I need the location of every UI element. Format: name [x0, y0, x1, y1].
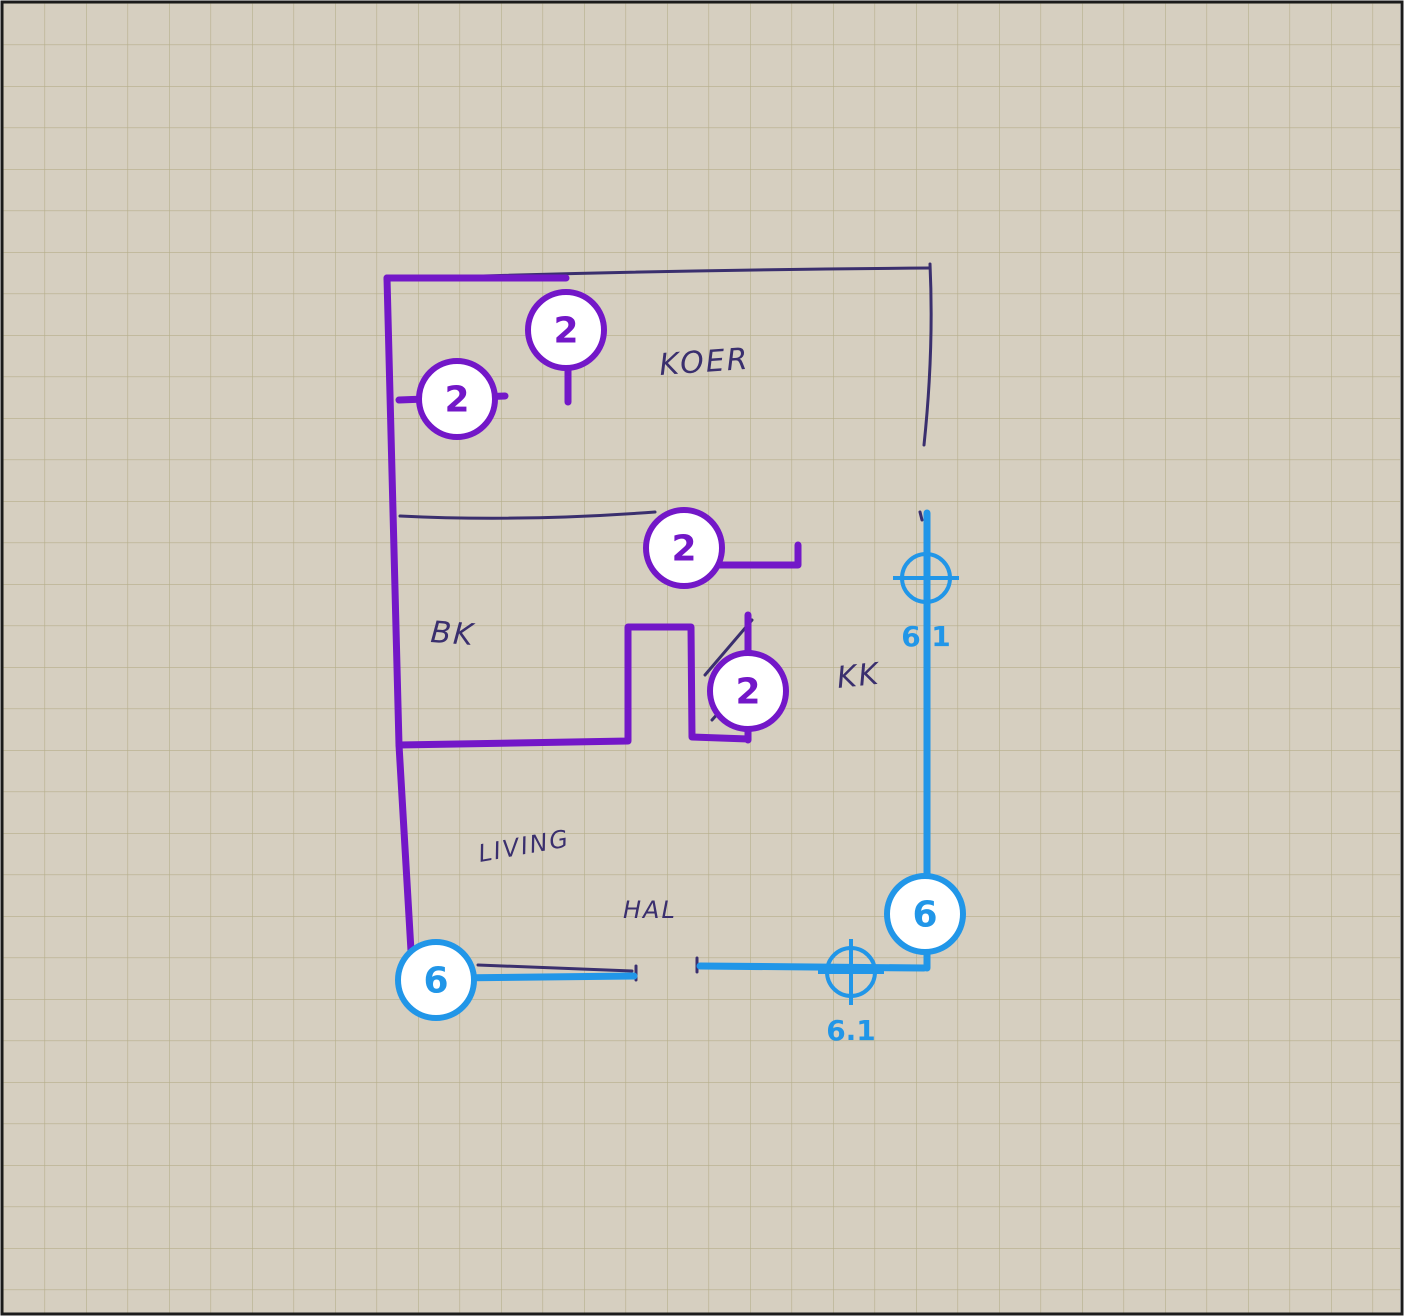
purple-wall-mid [686, 541, 802, 569]
marker-bottom [818, 939, 884, 1005]
badge-purple-lower-circle [707, 650, 789, 732]
badge-blue-bottom-left-circle [395, 939, 477, 1021]
marker-bottom-cross [818, 939, 884, 1005]
badge-blue-bottom-left[interactable]: 6 [395, 939, 477, 1021]
badge-purple-lower-text: 2 [735, 672, 760, 713]
badge-blue-bottom-left-text: 6 [423, 961, 448, 1002]
badge-purple-top-circle [525, 289, 607, 371]
badge-purple-mid-circle [643, 507, 725, 589]
room-label-bk: BK [429, 615, 476, 653]
pencil-bottom-wall [476, 963, 634, 973]
room-label-hal: HAL [623, 896, 677, 924]
pencil-right-wall-upper [922, 262, 933, 447]
room-label-kk: KK [835, 657, 882, 696]
marker-right [893, 546, 959, 610]
pencil-door-jamb [918, 510, 924, 522]
marker-bottom-label: 6.1 [826, 1014, 876, 1047]
blue-wall-bottom-left [446, 972, 638, 982]
pencil-divider-wall [398, 510, 657, 520]
badge-blue-right[interactable]: 6 [884, 873, 966, 955]
marker-right-label: 6.1 [901, 620, 951, 653]
room-label-koer: KOER [658, 342, 751, 383]
badge-blue-right-text: 6 [912, 895, 937, 936]
marker-right-cross [893, 546, 959, 610]
badge-blue-right-circle [884, 873, 966, 955]
graph-grid [3, 3, 1400, 1313]
badge-purple-mid-text: 2 [671, 529, 696, 570]
badge-purple-top-text: 2 [553, 311, 578, 352]
badge-purple-left-circle [416, 358, 498, 440]
badge-purple-top[interactable]: 2 [525, 289, 607, 371]
badge-purple-left[interactable]: 2 [416, 358, 498, 440]
purple-wall-stair [395, 623, 752, 749]
badge-purple-lower[interactable]: 2 [707, 650, 789, 732]
badge-purple-mid[interactable]: 2 [643, 507, 725, 589]
blue-wall-bottom-right [696, 962, 928, 972]
badge-purple-left-text: 2 [444, 380, 469, 421]
